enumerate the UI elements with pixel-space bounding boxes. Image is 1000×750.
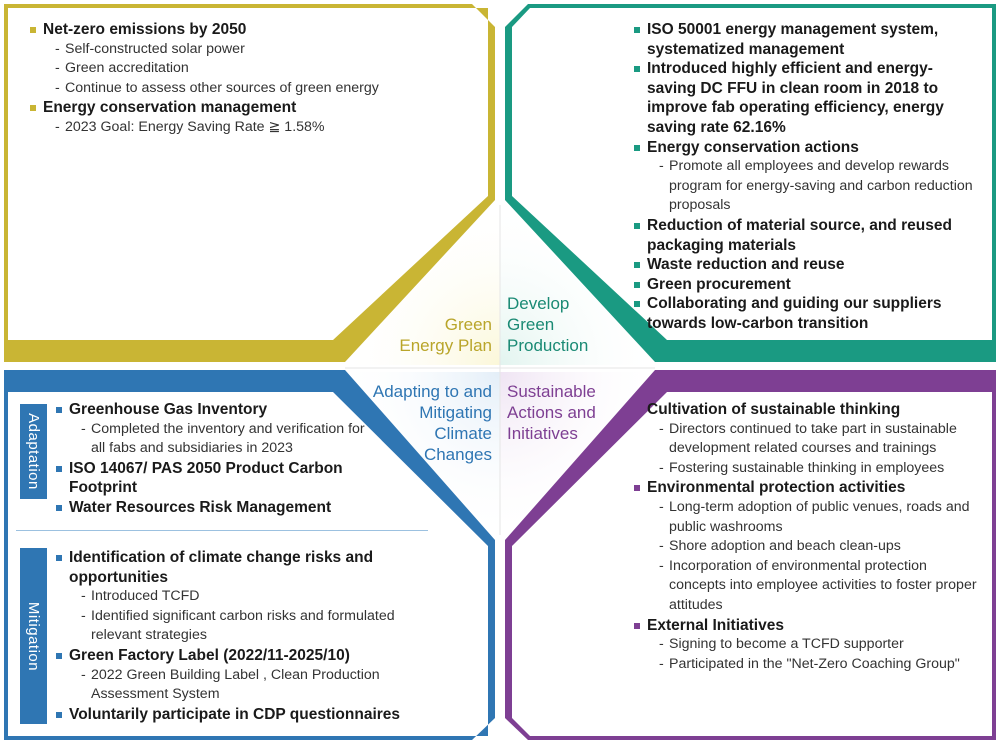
list-item: Cultivation of sustainable thinkingDirec… (634, 400, 979, 478)
adaptation-content: Greenhouse Gas InventoryCompleted the in… (56, 400, 376, 518)
list-item: Introduced highly efficient and energy-s… (634, 59, 979, 137)
green-energy-content: Net-zero emissions by 2050Self-construct… (30, 20, 470, 138)
sub-list-item: Promote all employees and develop reward… (647, 157, 979, 216)
list-item-text: ISO 14067/ PAS 2050 Product Carbon Footp… (69, 459, 343, 497)
sub-list: Long-term adoption of public venues, roa… (647, 498, 979, 616)
label-sustainable: Sustainable Actions and Initiatives (507, 382, 596, 443)
adaptation-mitigation-divider (16, 530, 428, 531)
sub-list-item: Participated in the "Net-Zero Coaching G… (647, 655, 979, 675)
sub-list: 2022 Green Building Label , Clean Produc… (69, 666, 421, 705)
list-item-text: Greenhouse Gas Inventory (69, 401, 268, 418)
adaptation-badge: Adaptation (20, 404, 47, 499)
sub-list: Directors continued to take part in sust… (647, 420, 979, 479)
list-item: Reduction of material source, and reused… (634, 216, 979, 255)
sub-list: Completed the inventory and verification… (69, 420, 376, 459)
sub-list-item: Continue to assess other sources of gree… (43, 79, 470, 99)
mitigation-badge: Mitigation (20, 548, 47, 724)
list-item-text: Reduction of material source, and reused… (647, 216, 952, 254)
sub-list-item: Fostering sustainable thinking in employ… (647, 459, 979, 479)
label-climate: Adapting to and Mitigating Climate Chang… (372, 382, 492, 464)
sub-list: 2023 Goal: Energy Saving Rate ≧ 1.58% (43, 118, 470, 138)
list-item-text: Waste reduction and reuse (647, 256, 845, 274)
sub-list: Self-constructed solar powerGreen accred… (43, 40, 470, 99)
sub-list-item: Shore adoption and beach clean-ups (647, 537, 979, 557)
list-item: ISO 50001 energy management system, syst… (634, 20, 979, 59)
list-item: Waste reduction and reuse (634, 255, 979, 275)
list-item-text: Water Resources Risk Management (69, 498, 332, 516)
mitigation-content: Identification of climate change risks a… (56, 548, 421, 724)
list-item-text: Energy conservation management (43, 99, 297, 117)
sub-list: Promote all employees and develop reward… (647, 157, 979, 216)
sub-list: Signing to become a TCFD supporterPartic… (647, 635, 979, 674)
sub-list-item: Identified significant carbon risks and … (69, 607, 421, 646)
list-item-text: Environmental protection activities (647, 479, 906, 497)
list-item: ISO 14067/ PAS 2050 Product Carbon Footp… (56, 459, 376, 498)
sub-list-item: Completed the inventory and verification… (69, 420, 376, 459)
sub-list-item: Directors continued to take part in sust… (647, 420, 979, 459)
list-item-text: Green Factory Label (2022/11-2025/10) (69, 646, 350, 664)
label-green-production: Develop Green Production (507, 294, 589, 355)
list-item: Green Factory Label (2022/11-2025/10) 202… (56, 646, 421, 705)
list-item: Environmental protection activitiesLong-… (634, 478, 979, 615)
list-item-text: Net-zero emissions by 2050 (43, 21, 247, 38)
label-green-energy: Green Energy Plan (399, 315, 492, 355)
list-item: Energy conservation management2023 Goal:… (30, 98, 470, 137)
sub-list-item: Incorporation of environmental protectio… (647, 557, 979, 616)
green-production-content: ISO 50001 energy management system, syst… (634, 20, 979, 334)
list-item: Water Resources Risk Management (56, 498, 376, 518)
sustainable-content: Cultivation of sustainable thinkingDirec… (634, 400, 979, 674)
list-item-text: Green procurement (647, 275, 791, 293)
list-item-text: Energy conservation actions (647, 138, 859, 156)
list-item: Energy conservation actionsPromote all e… (634, 138, 979, 216)
sub-list-item: 2023 Goal: Energy Saving Rate ≧ 1.58% (43, 118, 470, 138)
sub-list-item: Introduced TCFD (69, 587, 421, 607)
sub-list-item: Green accreditation (43, 59, 470, 79)
list-item-text: Collaborating and guiding our suppliers … (647, 295, 942, 332)
list-item-text: ISO 50001 energy management system, syst… (647, 21, 939, 58)
list-item: Green procurement (634, 275, 979, 295)
list-item-text: Introduced highly efficient and energy-s… (647, 60, 944, 136)
sub-list-item: Long-term adoption of public venues, roa… (647, 498, 979, 537)
sub-list-item: Signing to become a TCFD supporter (647, 635, 979, 655)
sub-list-item: Self-constructed solar power (43, 40, 470, 60)
sub-list-item: 2022 Green Building Label , Clean Produc… (69, 666, 421, 705)
list-item: Collaborating and guiding our suppliers … (634, 294, 979, 333)
list-item-text: Voluntarily participate in CDP questionn… (69, 705, 401, 723)
list-item-text: Cultivation of sustainable thinking (647, 401, 901, 418)
list-item: Net-zero emissions by 2050Self-construct… (30, 20, 470, 98)
list-item: External InitiativesSigning to become a … (634, 616, 979, 675)
list-item: Voluntarily participate in CDP questionn… (56, 705, 421, 725)
list-item-text: External Initiatives (647, 616, 784, 634)
list-item: Greenhouse Gas InventoryCompleted the in… (56, 400, 376, 459)
list-item-text: Identification of climate change risks a… (69, 549, 374, 586)
sub-list: Introduced TCFDIdentified significant ca… (69, 587, 421, 646)
list-item: Identification of climate change risks a… (56, 548, 421, 646)
